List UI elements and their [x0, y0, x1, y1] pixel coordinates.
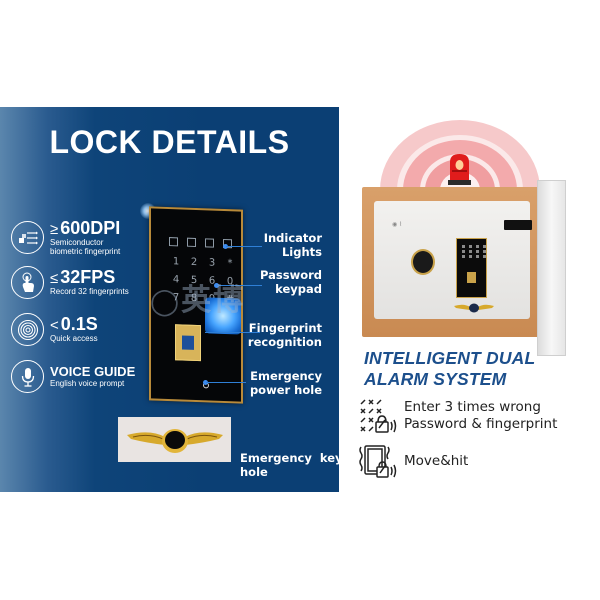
keypad-key: 3	[208, 257, 216, 269]
keypad-key: 1	[172, 256, 180, 268]
keypad-key: 2	[190, 256, 198, 269]
transfer-arrows-icon	[11, 221, 44, 255]
feature-subtitle: English voice prompt	[50, 378, 125, 388]
callout-line	[226, 246, 262, 247]
callout-dot	[214, 283, 219, 288]
alarm-system-title: INTELLIGENT DUAL ALARM SYSTEM	[364, 348, 536, 389]
safe-brand-badge	[504, 220, 532, 230]
feature-voice-guide: VOICE GUIDE English voice prompt	[11, 360, 135, 393]
feature-symbol: <	[50, 317, 59, 335]
panel-title: LOCK DETAILS	[49, 124, 290, 160]
keypad-key: 5	[190, 274, 198, 287]
callout-line	[206, 382, 246, 383]
winged-keyhole-icon	[126, 428, 223, 453]
touch-finger-icon	[11, 266, 44, 299]
feature-symbol: ≤	[50, 270, 59, 288]
feature-subtitle: Quick access	[50, 334, 98, 344]
smart-lock-panel: 1 2 3 * 4 5 6 0 7 8 9 #	[149, 206, 243, 404]
feature-value: 32FPS	[60, 267, 116, 288]
callout-dot	[223, 244, 228, 249]
microphone-icon	[11, 360, 44, 393]
fingerprint-glow-icon	[205, 297, 241, 335]
safe-knob	[411, 249, 435, 275]
alarm-wrong-entry: Enter 3 times wrong Password & fingerpri…	[358, 398, 557, 434]
alarm-text: Password & fingerprint	[404, 416, 558, 432]
alarm-move-hit: Move&hit	[358, 443, 468, 479]
callout-line	[217, 285, 262, 286]
safe-fingerprint-sensor	[467, 272, 476, 283]
feature-speed: <0.1S Quick access	[11, 313, 98, 346]
keypad-key: 8	[190, 292, 198, 305]
feature-subtitle: Semiconductor	[50, 238, 104, 247]
safe-keypad	[456, 238, 487, 298]
safe-door-open	[537, 180, 566, 356]
safe-cabinet: ◉ ⌇	[362, 187, 542, 337]
alarm-text: Move&hit	[404, 452, 469, 469]
vibration-alarm-icon	[359, 445, 397, 478]
indicator-light-icon	[205, 238, 214, 248]
wrong-password-alarm-icon	[360, 399, 397, 433]
alarm-text: Enter 3 times wrong	[404, 399, 541, 415]
feature-value: 600DPI	[60, 218, 121, 238]
safe-logo: ◉ ⌇	[392, 221, 403, 228]
callout-dot	[203, 380, 208, 385]
safe-front-panel: ◉ ⌇	[374, 201, 532, 319]
feature-symbol: ≥	[50, 221, 59, 238]
fingerprint-sensor	[175, 324, 201, 362]
feature-value: VOICE GUIDE	[50, 363, 136, 379]
keypad-key: *	[227, 258, 233, 270]
fingerprint-icon	[11, 313, 44, 346]
safe-key-cover-icon	[454, 303, 494, 313]
indicator-light-icon	[187, 237, 196, 247]
feature-value: 0.1S	[60, 314, 98, 335]
indicator-light-icon	[169, 237, 178, 247]
red-alarm-beacon-icon	[446, 152, 473, 185]
keypad-key: 7	[172, 292, 180, 304]
feature-fps: ≤32FPS Record 32 fingerprints	[11, 266, 129, 299]
feature-subtitle: biometric fingerprint	[50, 246, 121, 256]
feature-subtitle: Record 32 fingerprints	[50, 287, 129, 297]
keypad-key: 4	[172, 274, 180, 286]
emergency-key-cover	[118, 417, 231, 462]
callout-line	[205, 332, 260, 333]
